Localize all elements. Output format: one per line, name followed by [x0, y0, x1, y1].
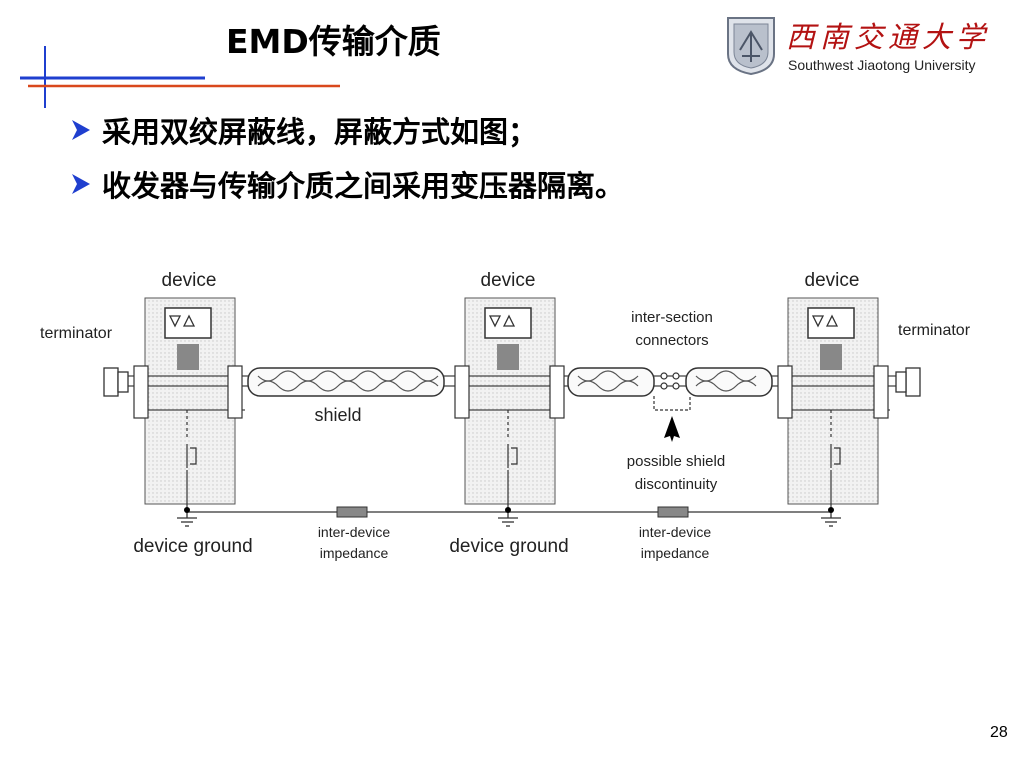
ground-label: device ground [133, 536, 252, 557]
university-logo: 西南交通大学 Southwest Jiaotong University [720, 12, 1010, 78]
device-box-1 [144, 297, 236, 505]
discontinuity-arrow-icon [664, 416, 680, 442]
device-label: device [805, 270, 860, 291]
shield-cable-segment-3 [685, 367, 773, 397]
shield-cable-segment-2 [567, 367, 655, 397]
device-connectors [133, 365, 889, 419]
ground-bus [177, 511, 841, 527]
university-emblem-icon [727, 17, 775, 76]
terminator-right-icon [895, 367, 921, 397]
impedance-label-line2: impedance [320, 545, 389, 561]
terminator-label-left: terminator [40, 325, 113, 342]
shield-label: shield [314, 405, 361, 425]
device-label: device [481, 270, 536, 291]
device-label: device [162, 270, 217, 291]
device-box-2 [464, 297, 556, 505]
impedance-resistor-2 [657, 506, 689, 518]
discontinuity-label-line1: possible shield [627, 453, 725, 470]
bullet-text: 采用双绞屏蔽线，屏蔽方式如图； [102, 115, 538, 149]
bullet-list: 采用双绞屏蔽线，屏蔽方式如图； 收发器与传输介质之间采用变压器隔离。 [68, 103, 624, 211]
ground-label: device ground [449, 536, 568, 557]
terminator-label-right: terminator [898, 322, 971, 339]
slide-title: EMD传输介质 [226, 22, 441, 61]
bullet-arrow-icon [72, 120, 90, 140]
impedance-label-line2: impedance [641, 545, 710, 561]
inter-section-connector [653, 372, 691, 411]
bullet-item: 采用双绞屏蔽线，屏蔽方式如图； [68, 103, 624, 157]
impedance-resistor-1 [336, 506, 368, 518]
ground-nodes [184, 507, 834, 513]
device-box-3 [787, 297, 879, 505]
university-name-cn: 西南交通大学 [786, 20, 991, 54]
connectors-label-line2: connectors [635, 332, 708, 349]
impedance-label-line1: inter-device [318, 524, 391, 540]
connectors-label-line1: inter-section [631, 309, 713, 326]
university-name-en: Southwest Jiaotong University [788, 57, 976, 73]
bullet-text: 收发器与传输介质之间采用变压器隔离。 [102, 169, 625, 203]
bullet-arrow-icon [72, 174, 90, 194]
impedance-label-line1: inter-device [639, 524, 712, 540]
bullet-item: 收发器与传输介质之间采用变压器隔离。 [68, 157, 624, 211]
shield-ground-paths [186, 410, 841, 508]
page-number: 28 [990, 724, 1008, 741]
header-decoration [20, 46, 340, 108]
shield-cable-segment-1 [247, 367, 445, 397]
discontinuity-label-line2: discontinuity [635, 476, 718, 493]
terminator-left-icon [103, 367, 129, 397]
